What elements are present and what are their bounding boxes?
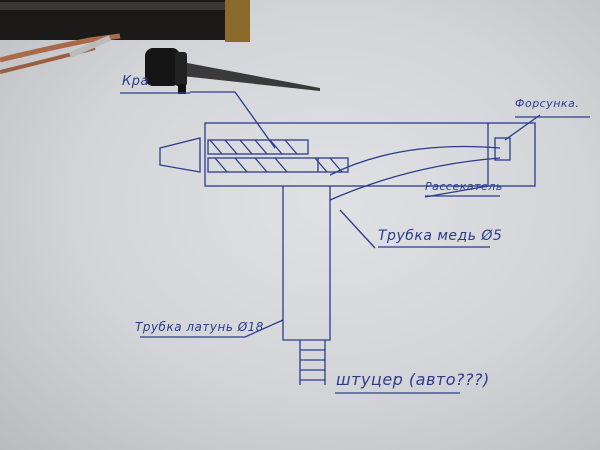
burner-sketch bbox=[120, 91, 590, 394]
label-diffuser: Рассекатель bbox=[425, 180, 503, 193]
label-fitting: штуцер (авто???) bbox=[336, 370, 490, 389]
label-nozzle: Форсунка. bbox=[515, 97, 580, 110]
label-copper-tube: Трубка медь Ø5 bbox=[378, 228, 503, 244]
screw-photo bbox=[145, 48, 320, 94]
label-brass-tube: Трубка латунь Ø18 bbox=[135, 320, 264, 334]
label-valve: Кра bbox=[122, 74, 149, 89]
metal-tube-photo bbox=[0, 0, 250, 74]
